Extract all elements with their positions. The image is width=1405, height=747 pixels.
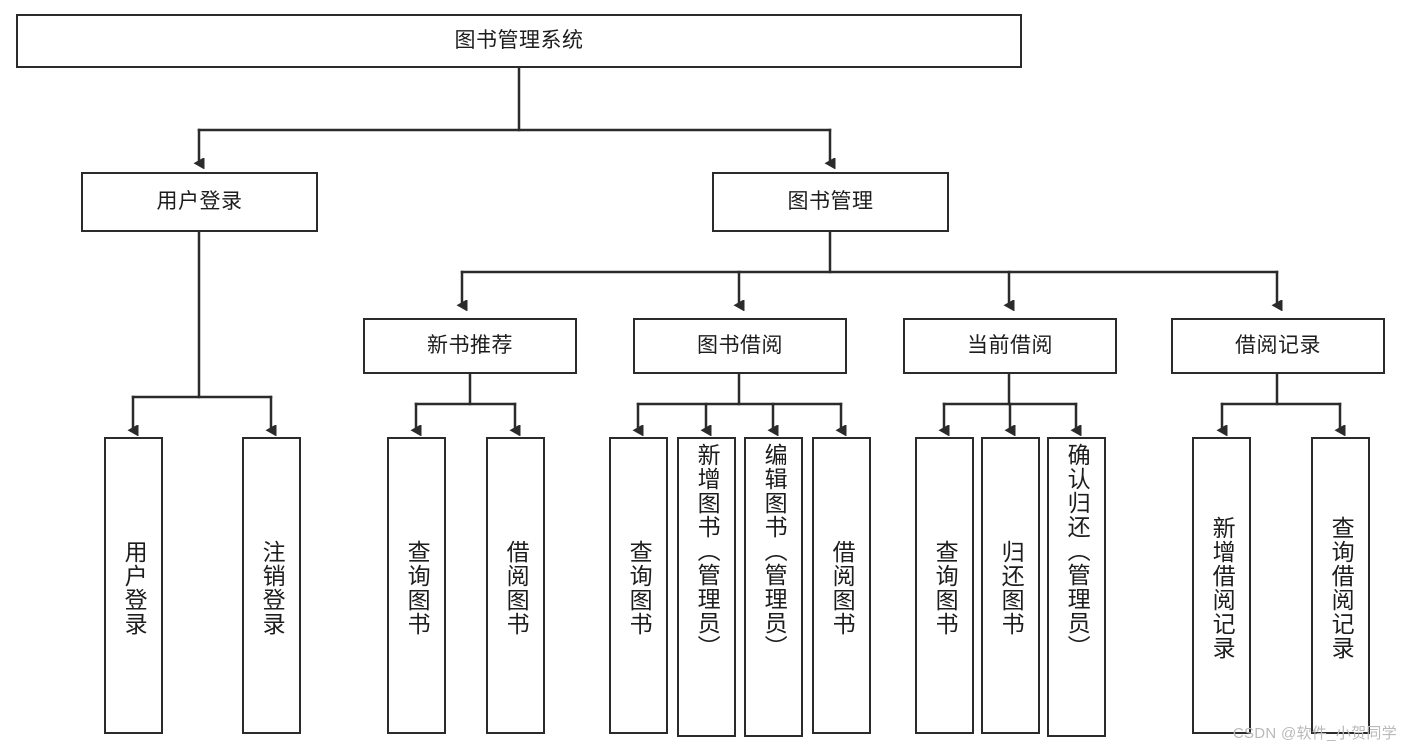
node-label: 编辑图书（管理员） <box>761 443 788 659</box>
leaf-recommend-borrow-book[interactable]: 借阅图书 <box>486 437 545 734</box>
node-label: 借阅记录 <box>1235 334 1321 358</box>
leaf-record-query-record[interactable]: 查询借阅记录 <box>1311 437 1370 734</box>
node-label: 当前借阅 <box>967 334 1053 358</box>
node-current-borrow[interactable]: 当前借阅 <box>903 318 1117 374</box>
leaf-user-login-login[interactable]: 用户登录 <box>104 437 163 734</box>
node-label: 注销登录 <box>259 539 286 636</box>
node-label: 图书管理 <box>787 190 874 214</box>
node-label: 用户登录 <box>156 190 243 214</box>
node-user-login[interactable]: 用户登录 <box>81 172 318 232</box>
node-label: 新增借阅记录 <box>1209 515 1236 660</box>
watermark-text: CSDN @软件_小贺同学 <box>1232 725 1397 742</box>
node-label: 图书借阅 <box>697 334 783 358</box>
node-root-system[interactable]: 图书管理系统 <box>16 14 1022 68</box>
node-label: 借阅图书 <box>829 539 856 636</box>
node-label: 确认归还（管理员） <box>1064 443 1091 659</box>
leaf-borrow-add-book-admin[interactable]: 新增图书（管理员） <box>677 437 736 737</box>
node-label: 新增图书（管理员） <box>694 443 721 659</box>
node-label: 查询借阅记录 <box>1328 515 1355 660</box>
node-label: 新书推荐 <box>427 334 513 358</box>
leaf-current-query-book[interactable]: 查询图书 <box>915 437 974 734</box>
leaf-recommend-query-book[interactable]: 查询图书 <box>387 437 446 734</box>
leaf-borrow-query-book[interactable]: 查询图书 <box>609 437 668 734</box>
node-label: 借阅图书 <box>503 539 530 636</box>
node-book-management[interactable]: 图书管理 <box>712 172 949 232</box>
node-label: 查询图书 <box>932 539 959 636</box>
node-label: 查询图书 <box>626 539 653 636</box>
leaf-current-return-book[interactable]: 归还图书 <box>981 437 1040 734</box>
node-book-borrow[interactable]: 图书借阅 <box>633 318 847 374</box>
node-borrow-record[interactable]: 借阅记录 <box>1171 318 1385 374</box>
node-label: 用户登录 <box>121 539 148 636</box>
leaf-borrow-borrow-book[interactable]: 借阅图书 <box>812 437 871 734</box>
leaf-record-add-record[interactable]: 新增借阅记录 <box>1192 437 1251 734</box>
leaf-current-confirm-return-admin[interactable]: 确认归还（管理员） <box>1047 437 1106 737</box>
node-label: 归还图书 <box>998 539 1025 636</box>
leaf-borrow-edit-book-admin[interactable]: 编辑图书（管理员） <box>744 437 803 737</box>
node-new-book-recommend[interactable]: 新书推荐 <box>363 318 577 374</box>
leaf-user-login-logout[interactable]: 注销登录 <box>242 437 301 734</box>
node-label: 查询图书 <box>404 539 431 636</box>
node-label: 图书管理系统 <box>454 29 584 53</box>
